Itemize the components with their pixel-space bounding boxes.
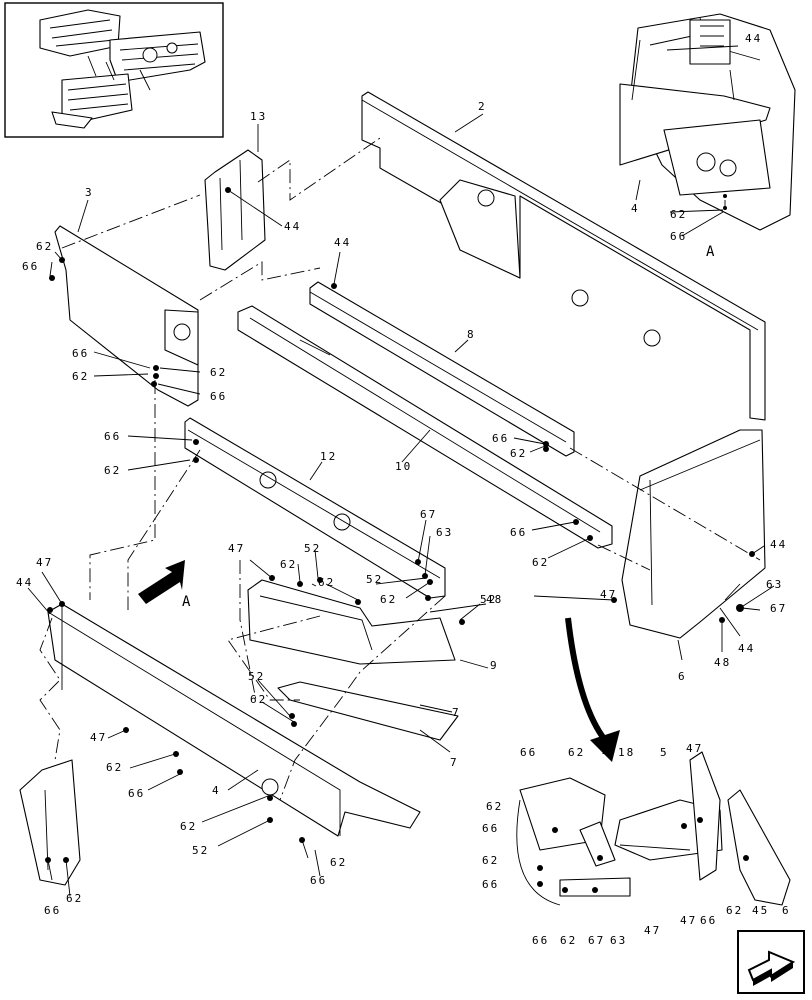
callout-label: 62 [104,464,121,477]
callout-label: 44 [745,32,762,45]
view-direction-arrow [138,560,185,604]
callout-label: 63 [436,526,453,539]
callout-label: 66 [128,787,145,800]
callout-label: 52 [248,670,265,683]
callout-label: 47 [644,924,661,937]
callout-label: 44 [334,236,351,249]
detail-view-side [516,751,791,906]
callout-label: 4 [212,784,221,797]
callout-label: 62 [180,820,197,833]
next-page-button[interactable] [737,930,805,994]
view-label: A [706,244,716,260]
callout-label: 63 [766,578,783,591]
fasteners [45,187,755,893]
callout-label: 62 [560,934,577,947]
callout-label: 62 [726,904,743,917]
callout-label: 66 [22,260,39,273]
callout-label: 66 [44,904,61,917]
callout-label: 18 [618,746,635,759]
detail-view-a [619,13,796,231]
location-thumbnail [4,2,224,138]
callout-label: 62 [318,576,335,589]
callout-label: 47 [36,556,53,569]
callout-label: 62 [510,447,527,460]
callout-label: 66 [72,347,89,360]
callout-label: 62 [532,556,549,569]
callout-label: 62 [670,208,687,221]
callout-label: 47 [686,742,703,755]
callout-label: 62 [330,856,347,869]
callout-label: 67 [420,508,437,521]
callout-label: 66 [700,914,717,927]
callout-label: 48 [486,593,503,606]
callout-label: 44 [738,642,755,655]
callout-label: 44 [770,538,787,551]
callout-label: 47 [90,731,107,744]
callout-label: 63 [610,934,627,947]
callout-label: 5 [660,746,669,759]
callout-label: 62 [106,761,123,774]
callout-label: 10 [395,460,412,473]
callout-label: 67 [588,934,605,947]
callout-label: 66 [482,822,499,835]
callout-label: 7 [452,706,461,719]
leader-lines [27,45,775,897]
callout-label: 44 [16,576,33,589]
callout-label: 6 [782,904,791,917]
callout-label: 66 [310,874,327,887]
callout-label: 8 [467,328,476,341]
curved-arrow [565,617,620,762]
callout-label: 62 [380,593,397,606]
callout-label: 4 [631,202,640,215]
callout-label: 2 [478,100,487,113]
callout-label: 47 [600,588,617,601]
alignment-lines [39,137,761,801]
callout-label: 62 [486,800,503,813]
callout-label: 3 [85,186,94,199]
callout-label: 66 [210,390,227,403]
callout-label: 47 [680,914,697,927]
callout-label: 47 [228,542,245,555]
callout-label: 9 [490,659,499,672]
callout-label: 66 [104,430,121,443]
callout-label: 66 [532,934,549,947]
callout-label: 48 [714,656,731,669]
callout-label: 52 [480,593,497,606]
callout-label: 52 [192,844,209,857]
callout-label: 4 [602,746,611,759]
callout-label: 62 [72,370,89,383]
callout-label: 66 [482,878,499,891]
callout-label: 62 [568,746,585,759]
callout-label: 6 [678,670,687,683]
callout-label: 12 [320,450,337,463]
main-assembly [19,91,766,886]
callout-label: 13 [250,110,267,123]
callout-label: 62 [280,558,297,571]
callout-label: 66 [520,746,537,759]
view-label: A [182,594,192,610]
callout-label: 7 [450,756,459,769]
callout-label: 66 [510,526,527,539]
callout-label: 45 [752,904,769,917]
callout-label: 62 [36,240,53,253]
callout-label: 62 [482,854,499,867]
callout-label: 44 [284,220,301,233]
callout-label: 66 [670,230,687,243]
callout-label: 62 [66,892,83,905]
callout-labels: 2 13 3 44 62 66 44 8 66 62 62 66 66 62 1… [16,32,791,947]
callout-label: 67 [770,602,787,615]
callout-label: 52 [366,573,383,586]
callout-label: 66 [492,432,509,445]
next-page-arrow-icon [747,950,796,986]
callout-label: 52 [304,542,321,555]
callout-label: 62 [250,693,267,706]
callout-label: 62 [210,366,227,379]
